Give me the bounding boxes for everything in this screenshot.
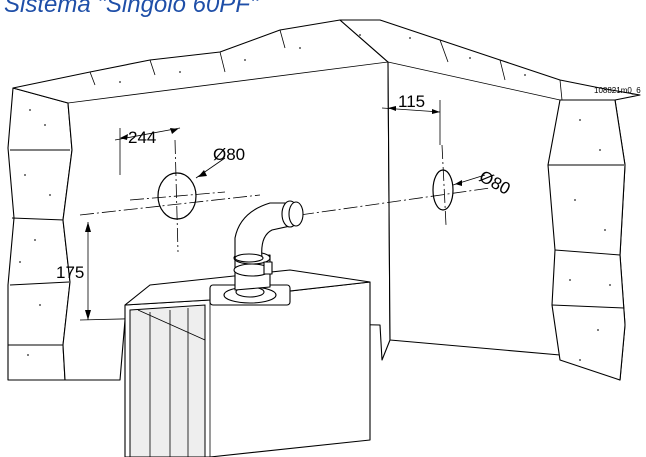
concrete-texture <box>19 34 611 361</box>
left-wall <box>7 87 73 381</box>
dimension-244: 244 <box>128 128 156 147</box>
dimension-115: 115 <box>398 92 425 111</box>
flue-hole-right <box>432 169 454 211</box>
flue-elbow <box>234 200 304 263</box>
diameter-label-left: Ø80 <box>213 145 245 164</box>
drawing-code: 108821m0_6 <box>594 86 641 95</box>
dimension-lines <box>79 100 486 321</box>
dimension-175: 175 <box>56 263 84 282</box>
page-title: Sistema "Singolo 60PF" <box>4 0 259 18</box>
axis-lines <box>79 139 491 253</box>
flue-hole-left <box>157 172 197 220</box>
